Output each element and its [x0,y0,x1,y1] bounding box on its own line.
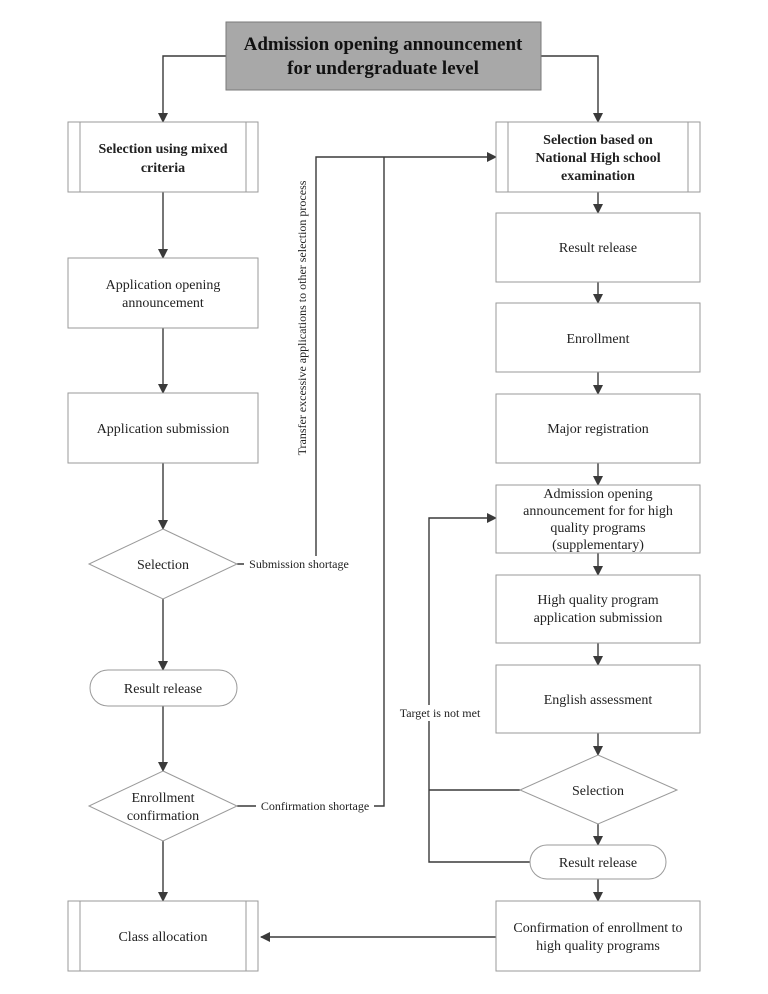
edge-target-not-met-loop [428,513,530,863]
english-assessment-label: English assessment [544,693,653,708]
right-result-release-box: Result release [495,212,701,283]
hq-announcement-line-1: Admission opening [543,487,652,502]
mixed-criteria-line-1: Selection using mixed [98,142,227,157]
connectors [158,55,603,942]
left-result-release-box: Result release [89,669,238,707]
edge-submission-shortage [237,152,497,565]
title-box: Admission opening announcement for under… [225,21,542,91]
right-result-release-label: Result release [559,241,637,256]
hq-confirmation-line-1: Confirmation of enrollment to [513,921,682,936]
hq-announcement-line-2: announcement for for high [523,504,673,519]
enrollment-confirmation-line-1: Enrollment [132,791,195,806]
right-enrollment-box: Enrollment [495,302,701,373]
enrollment-confirmation-line-2: confirmation [127,809,199,824]
target-not-met-bg [394,705,490,721]
left-result-release-label: Result release [124,682,202,697]
target-not-met-label: Target is not met [400,706,481,720]
title-line-2: for undergraduate level [287,58,479,79]
edge-title-to-left [158,55,226,123]
hq-announcement-line-3: quality programs [550,521,645,536]
left-mixed-criteria-box: Selection using mixed criteria [67,121,259,193]
app-submission-label: Application submission [97,422,230,437]
major-registration-label: Major registration [547,422,648,437]
right-national-exam-box: Selection based on National High school … [495,121,701,193]
national-exam-line-1: Selection based on [543,133,653,148]
national-exam-line-2: National High school [535,151,660,166]
app-opening-line-2: announcement [122,296,204,311]
right-hq-confirmation-box: Confirmation of enrollment to high quali… [495,900,701,972]
submission-shortage-label: Submission shortage [249,557,349,571]
edge-title-to-right [541,55,603,123]
hq-submission-line-2: application submission [534,611,663,626]
title-line-1: Admission opening announcement [244,34,523,55]
right-english-assessment-box: English assessment [495,664,701,734]
right-major-registration-box: Major registration [495,393,701,464]
class-allocation-label: Class allocation [118,930,207,945]
edge-confirmation-shortage [237,157,385,807]
app-opening-line-1: Application opening [106,278,221,293]
left-class-allocation-box: Class allocation [67,900,259,972]
confirmation-shortage-bg [256,798,374,814]
left-enrollment-confirmation-diamond: Enrollment confirmation [87,770,239,842]
hq-submission-line-1: High quality program [537,593,658,608]
left-app-opening-box: Application opening announcement [67,257,259,329]
enrollment-label: Enrollment [567,332,630,347]
national-exam-line-3: examination [561,169,635,184]
right-hq-announcement-box: Admission opening announcement for for h… [495,484,701,554]
left-selection-diamond: Selection [87,528,239,600]
hq-confirmation-line-2: high quality programs [536,939,660,954]
confirmation-shortage-label: Confirmation shortage [261,799,369,813]
right-hq-submission-box: High quality program application submiss… [495,574,701,644]
right-selection-diamond: Selection [518,754,679,825]
left-app-submission-box: Application submission [67,392,259,464]
mixed-criteria-line-2: criteria [141,161,185,176]
hq-announcement-line-4: (supplementary) [552,538,644,553]
right-result-release-2-box: Result release [529,844,667,880]
right-selection-label: Selection [572,784,624,799]
right-result-release-2-label: Result release [559,856,637,871]
submission-shortage-bg [244,556,354,572]
left-selection-label: Selection [137,558,189,573]
transfer-label: Transfer excessive applications to other… [295,180,309,455]
